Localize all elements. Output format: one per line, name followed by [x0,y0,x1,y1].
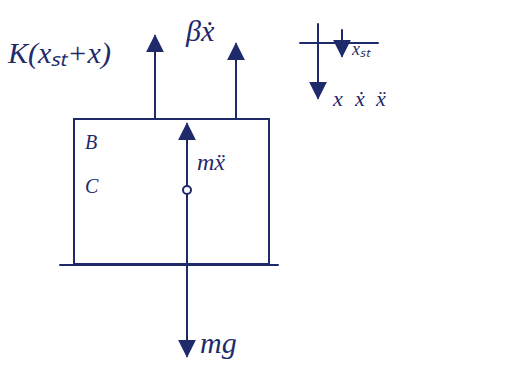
force-label: mg [200,328,237,358]
static-offset-arrow [341,30,343,56]
force-label: βẋ [186,16,214,46]
axis-label: ẋ [355,88,365,110]
inertia-arrow [186,124,188,190]
axis-label: ẍ [376,88,386,110]
inertia-label: mẍ [197,150,225,174]
mass-centre [183,186,191,194]
point-label: B [85,132,97,152]
force-label: K(xₛₜ+x) [8,38,111,68]
damping-force-arrow [235,44,237,118]
offset-label: xₛₜ [352,40,370,58]
mass-block: B Cmẍ [73,118,270,265]
axis-label: x [333,88,343,110]
axis-arrow [317,24,319,98]
spring-force-arrow [154,36,156,118]
point-label: C [85,176,98,196]
weight-arrow [186,190,188,356]
